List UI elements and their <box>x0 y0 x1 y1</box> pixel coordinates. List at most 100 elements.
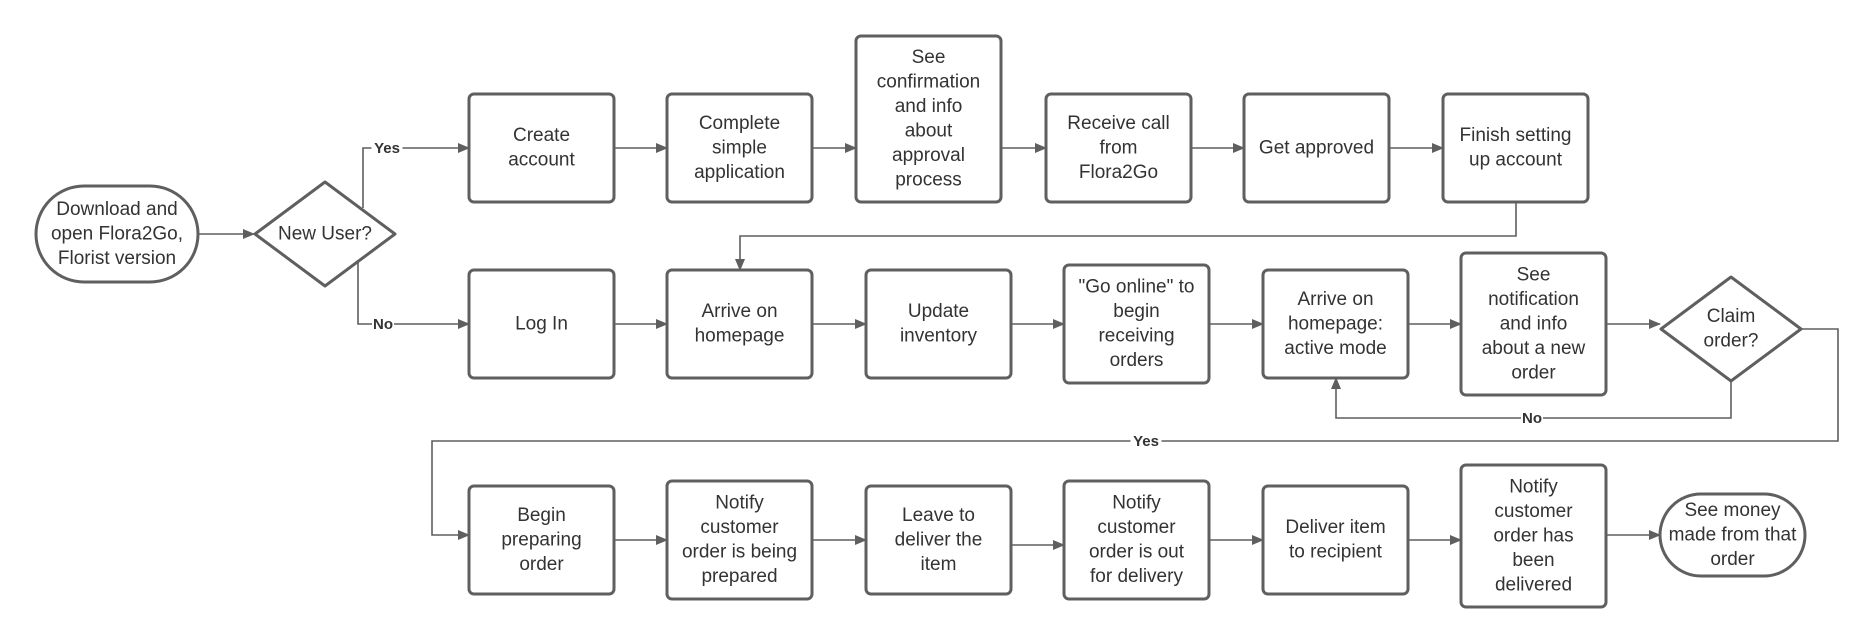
node-label-line: been <box>1512 550 1554 571</box>
node-label-line: deliver the <box>895 529 983 550</box>
node-label-line: begin <box>1113 301 1160 322</box>
decision-diamond <box>1659 275 1803 383</box>
node-label-line: Notify <box>1509 476 1558 497</box>
decision-diamond <box>253 180 397 288</box>
node-label-line: Arrive on <box>1297 289 1373 310</box>
terminal-shape <box>34 184 200 284</box>
node-label-line: about <box>905 121 953 142</box>
node-label-line: Update <box>908 301 969 322</box>
node-label-line: "Go online" to <box>1079 277 1195 298</box>
node-label-line: delivered <box>1495 574 1572 595</box>
node-label-line: made from that <box>1669 524 1797 545</box>
node-download: Download and open Flora2Go, Florist versio… <box>34 184 200 284</box>
terminal-shape <box>1658 492 1807 578</box>
node-label-line: process <box>895 170 962 191</box>
node-label-line: customer <box>1097 517 1176 538</box>
node-arrive-active: Arrive on homepage: active mode <box>1261 268 1410 380</box>
node-label-line: about a new <box>1482 338 1586 359</box>
edge-label-text: Yes <box>1133 433 1159 450</box>
node-label-line: approval <box>892 145 965 166</box>
node-label-line: notification <box>1488 289 1579 310</box>
node-label-line: order is being <box>682 542 797 563</box>
node-label-line: order <box>1511 362 1556 383</box>
node-notify-out: Notify customer order is out for delivery <box>1062 479 1211 601</box>
node-label-line: up account <box>1469 150 1563 171</box>
edge-label-bg <box>1130 432 1162 449</box>
node-label-line: New User? <box>278 223 372 244</box>
process-box <box>1062 263 1211 385</box>
process-box <box>864 484 1013 596</box>
node-label-line: order has <box>1493 525 1573 546</box>
node-label-line: Claim <box>1707 306 1756 327</box>
node-label-line: Create <box>513 125 570 146</box>
node-label-line: homepage: <box>1288 313 1383 334</box>
node-label-line: from <box>1100 137 1138 158</box>
edge-label-new-user-to-create-account: Yes <box>371 139 403 157</box>
node-label-line: preparing <box>501 529 581 550</box>
node-label-line: active mode <box>1284 338 1386 359</box>
node-label-line: inventory <box>900 326 978 347</box>
node-label-line: See <box>1517 264 1551 285</box>
node-label-line: order <box>519 554 564 575</box>
edge-label-text: Yes <box>374 140 400 157</box>
node-label-line: Download and <box>56 199 177 220</box>
node-notify-delivered: Notify customer order has been delivered <box>1459 463 1608 609</box>
node-label-line: prepared <box>701 566 777 587</box>
process-box <box>1261 484 1410 596</box>
edge-label-claim-order-to-begin-preparing: Yes <box>1130 432 1162 450</box>
node-label-line: confirmation <box>877 72 981 93</box>
node-label-line: simple <box>712 137 767 158</box>
connector-finish-setup-to-arrive-homepage <box>735 202 1517 271</box>
node-label-line: orders <box>1110 350 1164 371</box>
node-label-line: customer <box>1494 501 1573 522</box>
edge-label-text: No <box>373 316 393 333</box>
process-box <box>665 268 814 380</box>
node-update-inventory: Update inventory <box>864 268 1013 380</box>
process-box <box>467 268 616 380</box>
node-go-online: "Go online" to begin receiving orders <box>1062 263 1211 385</box>
nodes: Download and open Flora2Go, Florist versio… <box>34 34 1807 609</box>
node-label-line: Leave to <box>902 505 975 526</box>
node-label-line: for delivery <box>1090 566 1183 587</box>
node-label-line: Deliver item <box>1285 517 1385 538</box>
node-label-line: Florist version <box>58 248 176 269</box>
node-get-approved: Get approved <box>1242 92 1391 204</box>
process-box <box>1459 463 1608 609</box>
node-finish-setup: Finish setting up account <box>1441 92 1590 204</box>
process-box <box>467 92 616 204</box>
node-label-line: order is out <box>1089 542 1185 563</box>
node-label-line: Finish setting <box>1460 125 1572 146</box>
node-label-line: See money <box>1684 500 1781 521</box>
node-label-line: Arrive on <box>701 301 777 322</box>
node-label-line: receiving <box>1098 326 1174 347</box>
edge-label-bg <box>372 315 394 332</box>
node-label-line: to recipient <box>1289 542 1383 563</box>
edge-label-bg <box>371 139 403 156</box>
connector-new-user-to-create-account <box>362 143 470 208</box>
process-box <box>864 268 1013 380</box>
edge-label-text: No <box>1522 410 1542 427</box>
process-box <box>1242 92 1391 204</box>
node-label-line: customer <box>700 517 779 538</box>
node-label-line: item <box>921 554 957 575</box>
node-label-line: open Flora2Go, <box>51 223 183 244</box>
node-label-line: Complete <box>699 113 780 134</box>
edge-label-new-user-to-log-in: No <box>372 315 394 333</box>
process-box <box>467 484 616 596</box>
node-label-line: and info <box>895 96 963 117</box>
process-box <box>1441 92 1590 204</box>
process-box <box>665 479 814 601</box>
node-label-line: Notify <box>1112 493 1161 514</box>
node-log-in: Log In <box>467 268 616 380</box>
process-box <box>1459 251 1608 397</box>
connector-new-user-to-log-in <box>357 262 470 329</box>
